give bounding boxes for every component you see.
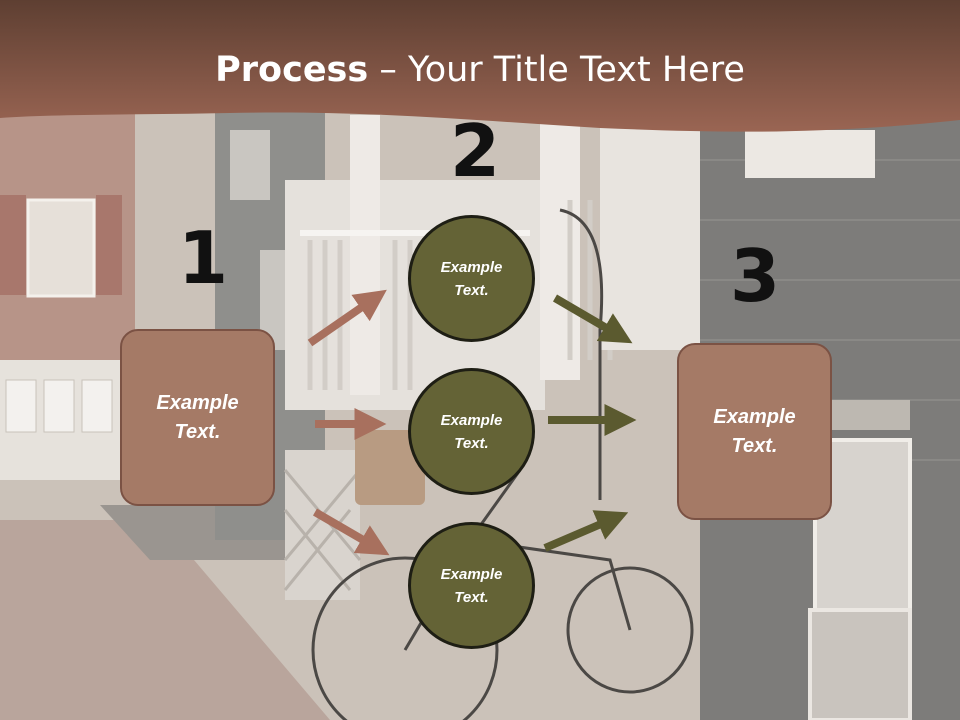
circle-middle-label: Example Text. — [440, 411, 503, 452]
step-number-1: 1 — [178, 216, 229, 300]
arrow-to-circle-top — [307, 289, 387, 347]
slide-title: Process – Your Title Text Here — [0, 50, 960, 90]
arrow-from-circle-bottom — [543, 510, 629, 552]
step-1-label: Example Text. — [156, 391, 239, 443]
circle-middle: Example Text. — [408, 368, 535, 495]
title-bold: Process — [215, 50, 369, 90]
circle-top-label: Example Text. — [440, 258, 503, 299]
title-rest: – Your Title Text Here — [368, 50, 745, 90]
step-number-3: 3 — [730, 234, 781, 318]
step-3-box: Example Text. — [677, 343, 832, 520]
circle-bottom-label: Example Text. — [440, 565, 503, 606]
step-1-box: Example Text. — [120, 329, 275, 506]
step-3-label: Example Text. — [713, 405, 796, 457]
circle-top: Example Text. — [408, 215, 535, 342]
step-number-2: 2 — [450, 109, 501, 193]
arrow-to-circle-bottom — [312, 508, 390, 556]
circle-bottom: Example Text. — [408, 522, 535, 649]
arrow-from-circle-top — [552, 294, 633, 344]
